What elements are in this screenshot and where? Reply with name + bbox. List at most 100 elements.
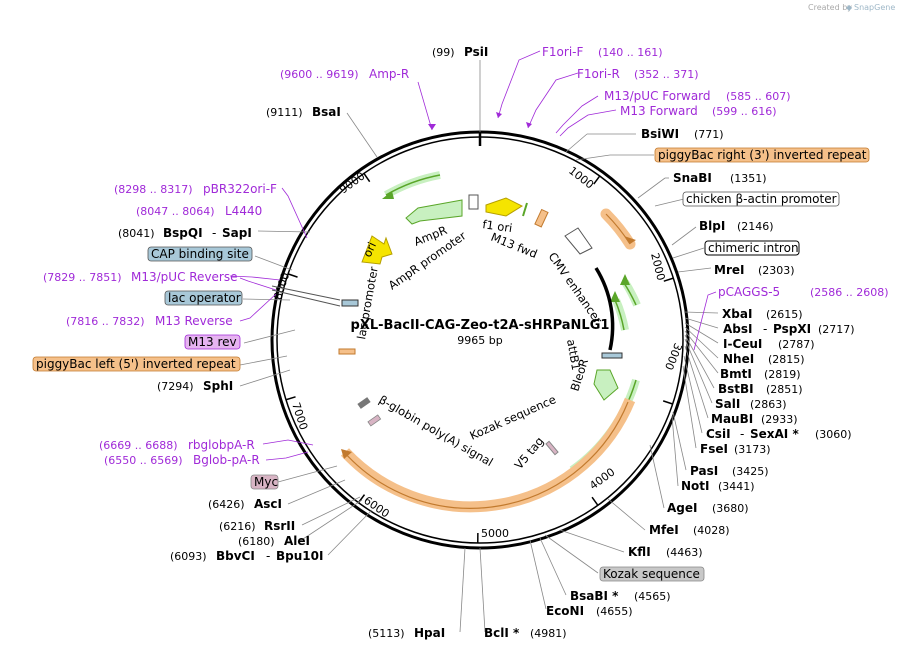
bglobin-mark [367,414,382,427]
pbr322-label[interactable]: pBR322ori-F [203,182,277,196]
asci-pos: (6426) [208,498,245,511]
pcaggs5-label[interactable]: pCAGGS-5 [718,285,780,299]
sapi-label[interactable]: SapI [222,226,252,240]
maubi-label[interactable]: MauBI [711,412,753,426]
bbvci-label[interactable]: BbvCI [216,549,255,563]
attb1-box [601,352,623,359]
bsai-label[interactable]: BsaI [312,105,341,119]
mfei-label[interactable]: MfeI [649,523,679,537]
attb1-label: attB1 [564,338,583,371]
piggybac-right-badge[interactable] [654,147,870,163]
tick-mark [285,396,296,401]
fsei-label[interactable]: FseI [700,442,728,456]
pspxi-label[interactable]: PspXI [773,322,811,336]
m13-rev-primer-pos: (7816 .. 7832) [66,315,145,328]
absi-label[interactable]: AbsI [723,322,752,336]
cap-badge[interactable] [147,246,253,262]
chimeric-intron-text: chimeric intron [708,241,799,255]
bsiwi-label[interactable]: BsiWI [641,127,679,141]
chimeric-intron-badge[interactable] [704,240,800,256]
bglob-label[interactable]: Bglob-pA-R [193,453,260,467]
rbglob-pos: (6669 .. 6688) [99,439,178,452]
noti-label[interactable]: NotI [681,479,710,493]
fsei-pos: (3173) [734,443,771,456]
mrei-label[interactable]: MreI [714,263,744,277]
sexai-label[interactable]: SexAI * [750,427,799,441]
bspqi-label[interactable]: BspQI [163,226,203,240]
tick-1000: 1000 [566,164,596,191]
v5-tag-label: V5 tag [512,434,547,472]
sphi-label[interactable]: SphI [203,379,233,393]
bsabi-label[interactable]: BsaBI * [570,589,619,603]
f1-ori-label: f1 ori [482,217,514,235]
kfli-label[interactable]: KflI [628,545,651,559]
iceui-label[interactable]: I-CeuI [723,337,762,351]
f1ori-r-label[interactable]: F1ori-R [577,67,620,81]
lac-promoter-line-2 [271,289,341,307]
mfei-pos: (4028) [693,524,730,537]
hpai-pos: (5113) [368,627,405,640]
m13-rev-badge[interactable] [184,334,241,350]
plasmid-name: pXL-BacII-CAG-Zeo-t2A-sHRPaNLG1 [351,318,610,333]
m13-fwd-primer-label[interactable]: M13 Forward [620,104,698,118]
f1ori-f-label[interactable]: F1ori-F [542,45,583,59]
sali-label[interactable]: SalI [715,397,740,411]
ampr-primer-pos: (9600 .. 9619) [280,68,359,81]
csii-label[interactable]: CsiI [706,427,731,441]
bmti-label[interactable]: BmtI [720,367,752,381]
blpi-label[interactable]: BlpI [699,219,725,233]
cmv-enhancer-label: CMV enhancer [546,250,606,327]
nhei-pos: (2815) [768,353,805,366]
bstbi-label[interactable]: BstBI [718,382,754,396]
nhei-label[interactable]: NheI [723,352,754,366]
chicken-actin-badge[interactable] [682,191,840,207]
alei-pos: (6180) [238,535,275,548]
blpi-pos: (2146) [737,220,774,233]
kozak-badge[interactable] [599,566,705,582]
m13-fwd-label: M13 fwd [489,230,539,261]
rsrii-label[interactable]: RsrII [264,519,295,533]
psi-label[interactable]: PsiI [464,45,488,59]
kfli-pos: (4463) [666,546,703,559]
piggybac-left-badge[interactable] [32,356,241,372]
bleor-arrow [593,369,619,401]
m13-fwd-primer-pos: (599 .. 616) [712,105,777,118]
econi-pos: (4655) [596,605,633,618]
f1ori-r-pos: (352 .. 371) [634,68,699,81]
bsabi-pos: (4565) [634,590,671,603]
lac-operator-badge[interactable] [164,290,243,306]
rbglob-label[interactable]: rbglobpA-R [188,438,255,452]
xbai-label[interactable]: XbaI [722,307,752,321]
econi-label[interactable]: EcoNI [546,604,584,618]
sali-pos: (2863) [750,398,787,411]
alei-label[interactable]: AleI [284,534,310,548]
bglob-pos: (6550 .. 6569) [104,454,183,467]
chicken-promoter-line [594,267,615,351]
snabi-label[interactable]: SnaBI [673,171,712,185]
m13puc-rev-label[interactable]: M13/pUC Reverse [131,270,238,284]
m13puc-fwd-label[interactable]: M13/pUC Forward [604,89,711,103]
shrp-head [341,449,352,459]
pasi-label[interactable]: PasI [690,464,718,478]
bcli-label[interactable]: BclI * [484,626,520,640]
tick-mark [287,273,298,278]
absi-dash: - [763,322,767,336]
m13-rev-primer-label[interactable]: M13 Reverse [155,314,233,328]
tick-4000: 4000 [587,465,617,492]
m13puc-rev-pos: (7829 .. 7851) [43,271,122,284]
asci-label[interactable]: AscI [254,497,282,511]
lac-operator-box [341,299,359,307]
cmv-enhancer-shape [564,227,593,255]
pcaggs5-pos: (2586 .. 2608) [810,286,889,299]
agei-label[interactable]: AgeI [667,501,697,515]
hpai-label[interactable]: HpaI [414,626,445,640]
l4440-label[interactable]: L4440 [225,204,262,218]
agei-pos: (3680) [712,502,749,515]
leader-lines [239,60,719,633]
myc-badge[interactable] [250,474,279,490]
bsiwi-pos: (771) [694,128,724,141]
ampr-primer-label[interactable]: Amp-R [369,67,409,81]
f1ori-f-pos: (140 .. 161) [598,46,663,59]
piggybac-left-text: piggyBac left (5') inverted repeat [36,357,236,371]
bpu10i-label[interactable]: Bpu10I [276,549,323,563]
